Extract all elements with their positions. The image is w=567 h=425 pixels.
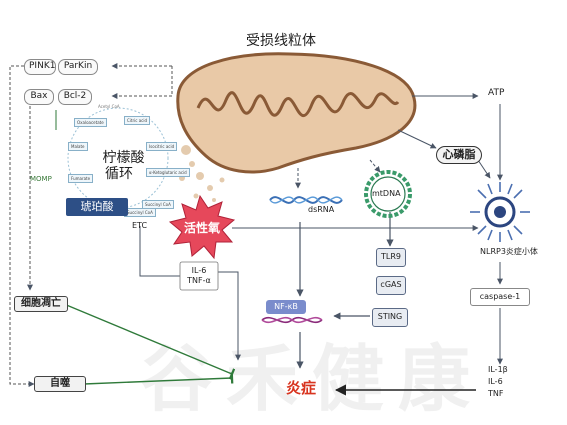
cgas-box: cGAS — [376, 276, 406, 295]
tca-acetyl-coa: Acetyl CoA — [98, 104, 120, 109]
mtdna-label: mtDNA — [372, 189, 401, 198]
tlr9-box: TLR9 — [376, 248, 406, 267]
pink1-node: PINK1 — [24, 59, 56, 75]
nlrp3-inflammasome-shape — [470, 182, 530, 242]
mitophagy-dashed-lines — [111, 63, 173, 99]
dsrna-label: dsRNA — [308, 205, 335, 214]
tca-cycle-label: 柠檬酸 循环 — [92, 134, 146, 182]
tca-oxaloacetate: Oxaloacetate — [74, 118, 107, 127]
line-succinate-to-il6 — [139, 226, 180, 277]
tca-alpha-ketoglutaric: α-Ketoglutaric acid — [146, 168, 190, 177]
nfkb-dna-helix — [261, 316, 323, 324]
arrow-il6-to-inflammation — [218, 271, 241, 361]
bcl2-node: Bcl-2 — [58, 89, 92, 105]
diagram-canvas — [9, 52, 530, 396]
dsrna-helix — [269, 196, 343, 204]
left-dashed-rail — [9, 65, 35, 387]
inflammation-label: 炎症 — [286, 379, 317, 397]
il6-tnfa-box — [179, 261, 219, 291]
apoptosis-box: 细胞凋亡 — [14, 296, 68, 312]
etc-label: ETC — [132, 221, 148, 230]
autophagy-box: 自噬 — [34, 376, 86, 392]
caspase1-box: caspase-1 — [470, 288, 530, 306]
cytokine-il1b: IL-1β — [488, 365, 508, 374]
mitochondrion-illustration — [176, 52, 417, 202]
tca-cycle-ring — [67, 107, 169, 209]
succinate-box: 琥珀酸 — [66, 198, 128, 216]
cytokine-tnf: TNF — [488, 389, 504, 398]
tca-isocitric-acid: Isocitric acid — [146, 142, 178, 151]
tca-succinyl-coa-2: Succinyl CoA — [124, 208, 156, 217]
mtdna-ring — [364, 170, 412, 218]
diagram-title: 受损线粒体 — [246, 33, 316, 49]
cardiolipin-box: 心磷脂 — [436, 146, 482, 164]
atp-label: ATP — [488, 88, 505, 98]
ros-label: 活性氧 — [184, 221, 221, 235]
cytokine-il6: IL-6 — [488, 377, 503, 386]
inhibit-autophagy-to-inflammation — [83, 372, 234, 385]
bax-node: Bax — [24, 89, 54, 105]
tca-cycle-text: 柠檬酸 循环 — [102, 150, 145, 183]
sting-box: STING — [372, 308, 408, 327]
tca-malate: Malate — [68, 142, 88, 151]
arrow-mito-to-cardiolipin — [397, 129, 437, 149]
inhibit-apoptosis-to-inflammation — [63, 303, 236, 380]
tca-citric-acid: Citric acid — [124, 116, 150, 125]
parkin-node: ParKin — [58, 59, 98, 75]
tca-succinyl-coa: Succinyl CoA — [142, 200, 174, 209]
il6-tnfa-label: IL-6 TNF-α — [187, 266, 211, 285]
tca-fumarate: Fumarate — [68, 174, 94, 183]
momp-label: MOMP — [30, 175, 52, 183]
nfkb-box: NF-κB — [266, 300, 306, 314]
arrow-mito-to-mtdna — [369, 159, 381, 173]
nlrp3-label: NLRP3炎症小体 — [480, 247, 538, 256]
arrow-cardiolipin-to-nlrp3 — [477, 159, 491, 179]
ros-starburst — [168, 194, 236, 260]
